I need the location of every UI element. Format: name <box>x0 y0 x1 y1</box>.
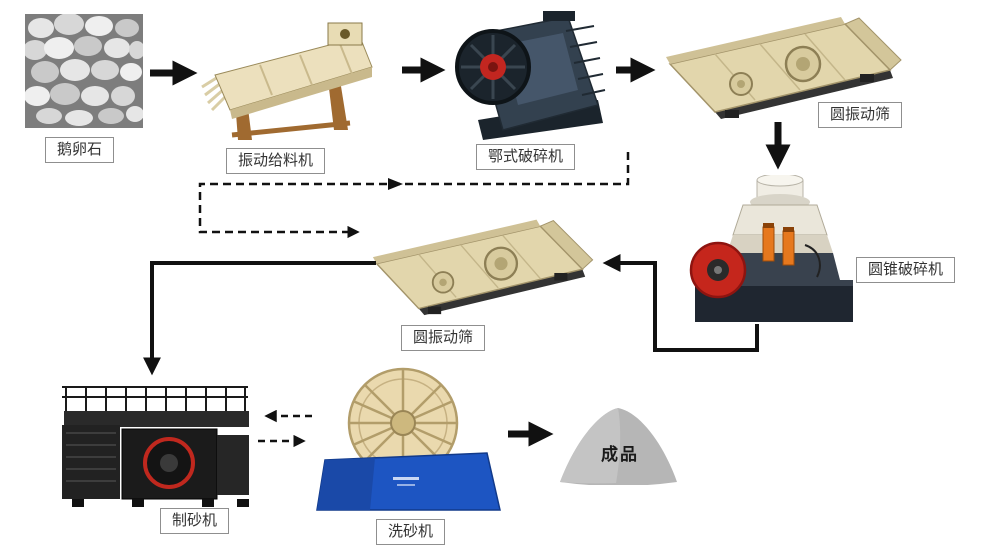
label-pebbles: 鹅卵石 <box>45 137 115 163</box>
label-sand-maker: 制砂机 <box>160 508 230 534</box>
label-vibrating-screen-top: 圆振动筛 <box>818 102 903 128</box>
finished-product-pile <box>560 408 677 485</box>
jaw-crusher-image <box>455 11 606 140</box>
dashed-return-mid-arrowhead <box>388 178 403 190</box>
label-vibrating-feeder: 振动给料机 <box>226 148 326 174</box>
label-jaw-crusher: 鄂式破碎机 <box>476 144 576 170</box>
vibrating-screen-middle-image <box>372 219 594 316</box>
pebbles-image <box>25 14 143 128</box>
label-finished-product: 成品 <box>601 445 639 464</box>
label-sand-washer: 洗砂机 <box>376 519 446 545</box>
label-vibrating-screen-middle: 圆振动筛 <box>401 325 486 351</box>
connector-screen2-to-sandmaker <box>143 261 376 376</box>
label-cone-crusher: 圆锥破碎机 <box>856 257 956 283</box>
sand-washer-image <box>316 367 501 511</box>
vibrating-feeder-image <box>201 22 373 140</box>
sand-maker-image <box>62 386 249 507</box>
vibrating-screen-top-image <box>666 17 902 119</box>
cone-crusher-image <box>689 175 853 322</box>
